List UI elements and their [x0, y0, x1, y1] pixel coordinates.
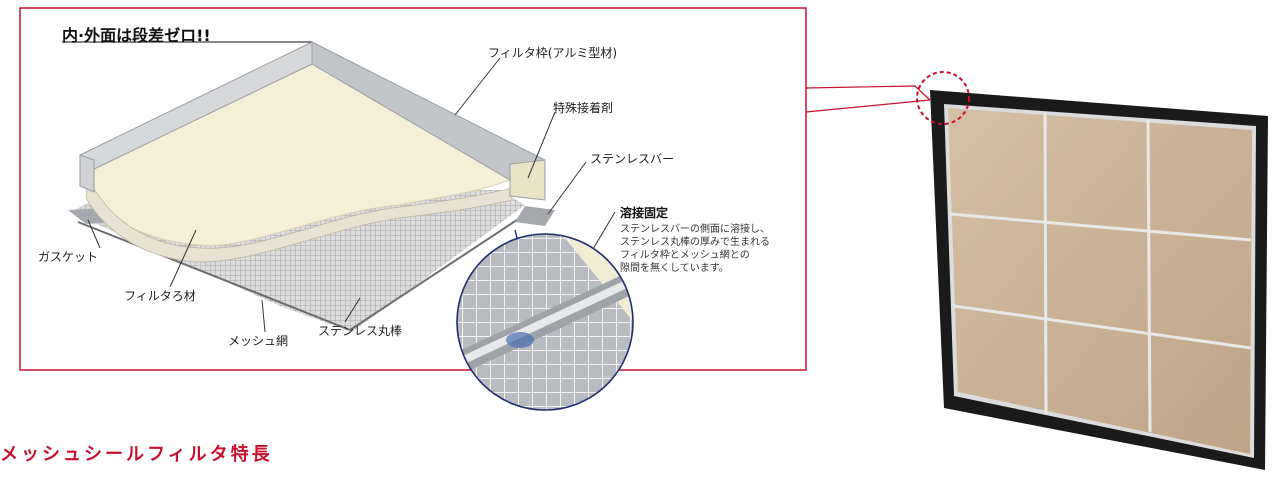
leader-filter-media [169, 229, 197, 288]
weld-line: 隙間を無くしています。 [620, 263, 729, 274]
callout-box [19, 7, 807, 371]
frame-right-end [509, 159, 546, 201]
weld-title: 溶接固定 [620, 206, 669, 220]
callout-leader [805, 85, 931, 101]
leader-adhesive [527, 111, 556, 179]
label-stainless-rod: ステンレス丸棒 [318, 324, 403, 338]
leader-gasket [87, 219, 101, 249]
leader-rod [344, 297, 361, 323]
panel-divider-v [1043, 111, 1048, 415]
label-adhesive: 特殊接着剤 [553, 101, 614, 115]
panel-divider-v [1146, 119, 1152, 433]
panel-divider-h [953, 304, 1252, 350]
weld-line: ステンレスバーの側面に溶接し、 [620, 224, 770, 235]
label-frame: フィルタ枠(アルミ型材) [488, 46, 618, 60]
leader-stainless-bar [547, 161, 587, 215]
callout-leader-lower [805, 99, 931, 113]
stainless-rod [349, 209, 533, 331]
magnified-circle-ring [456, 233, 634, 411]
panel-divider-h [949, 212, 1252, 242]
filter-panel-media [948, 108, 1252, 454]
frame-left-end [79, 154, 95, 193]
label-stainless-bar: ステンレスバー [590, 152, 675, 166]
leader-mesh [261, 299, 266, 333]
label-mesh: メッシュ網 [228, 334, 289, 348]
weld-description: ステンレスバーの側面に溶接し、 ステンレス丸棒の厚みで生まれる フィルタ枠とメッ… [620, 223, 860, 275]
label-gasket: ガスケット [38, 250, 99, 264]
section-title: メッシュシールフィルタ特長 [0, 444, 273, 465]
weld-line: フィルタ枠とメッシュ網との [620, 250, 750, 261]
magnified-detail [457, 234, 633, 410]
gasket-tab [515, 206, 555, 226]
leader-frame [454, 57, 501, 116]
label-filter-media: フィルタろ材 [124, 289, 196, 303]
headline: 内·外面は段差ゼロ!! [62, 26, 211, 45]
stainless-rod [77, 221, 351, 331]
weld-line: ステンレス丸棒の厚みで生まれる [620, 237, 770, 248]
corner-highlight [916, 71, 970, 125]
